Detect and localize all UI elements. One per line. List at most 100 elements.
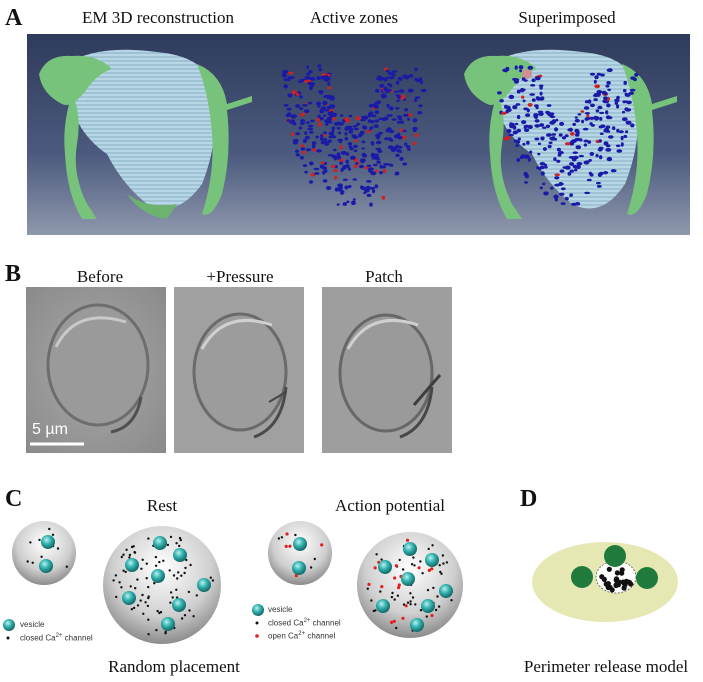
vesicle <box>439 584 453 598</box>
active-zone-dot <box>408 74 414 78</box>
active-zone-dot <box>555 118 559 122</box>
active-zone-dot <box>377 149 383 153</box>
active-zone-dot <box>323 114 327 117</box>
active-zone-dot <box>327 139 332 143</box>
closed-channel-dot <box>375 553 378 556</box>
closed-channel-dot <box>437 605 441 608</box>
active-zone-dot <box>514 79 519 84</box>
active-zone-dot <box>295 153 300 157</box>
active-zone-dot <box>352 144 358 148</box>
active-zone-dot <box>300 147 306 151</box>
vesicle <box>293 537 307 551</box>
active-zone-dot <box>385 69 390 73</box>
active-zone-dot <box>539 162 546 166</box>
closed-channel-dot <box>183 571 186 575</box>
closed-channel-dot <box>154 555 158 559</box>
closed-channel-dot <box>48 527 51 531</box>
closed-channel-dot <box>380 558 383 561</box>
active-zone-dot <box>512 130 518 135</box>
closed-channel-dot <box>425 615 428 618</box>
active-zone-dot <box>518 65 524 70</box>
open-channel-dot <box>285 532 289 536</box>
closed-channel-dot <box>122 553 125 556</box>
active-zone-dot <box>521 95 525 99</box>
closed-channel-dot <box>410 563 414 566</box>
open-channel-dot <box>288 544 292 548</box>
active-zone-dot <box>353 164 358 169</box>
closed-channel-dot <box>391 591 394 595</box>
active-zone-dot <box>374 133 381 138</box>
active-zone-dot <box>319 137 325 141</box>
closed-channel-dot <box>115 595 118 599</box>
active-zone-dot <box>623 134 628 139</box>
closed-channel-dot <box>136 604 140 607</box>
active-zone-dot <box>374 169 379 173</box>
active-zone-dot <box>361 140 366 144</box>
active-zone-dot <box>553 194 559 199</box>
active-zone-dot <box>405 145 411 149</box>
vesicle <box>197 578 211 592</box>
closed-channel-dot <box>431 544 434 547</box>
active-zone-dot <box>516 158 521 162</box>
active-zone-dot <box>386 103 390 108</box>
closed-channel-dot <box>195 594 198 597</box>
active-zone-dot <box>318 67 322 72</box>
active-zone-dot <box>526 108 530 113</box>
open-channel-dot <box>392 619 396 623</box>
active-zone-dot <box>379 171 383 175</box>
active-zone-dot <box>344 136 349 141</box>
active-zone-dot <box>304 131 308 135</box>
active-zone-dot <box>582 127 589 131</box>
panel-b-caption-before: Before <box>76 267 124 286</box>
active-zone-dot <box>389 83 393 88</box>
active-zone-dot <box>564 165 571 170</box>
vesicle <box>421 599 435 613</box>
active-zone-dot <box>370 153 375 158</box>
active-zone-dot <box>319 109 325 114</box>
active-zone-dot <box>371 186 375 191</box>
active-zone-dot <box>329 104 336 109</box>
active-zone-dot <box>349 147 354 151</box>
active-zone-dot <box>353 139 358 142</box>
active-zone-dot <box>599 117 603 121</box>
closed-channel-dot <box>280 536 284 539</box>
closed-channel-dot <box>401 568 405 571</box>
active-zone-dot <box>382 169 387 173</box>
active-zone-dot <box>622 100 626 104</box>
active-zone-dot <box>289 76 295 80</box>
active-zone-dot <box>615 144 621 148</box>
active-zone-dot <box>363 191 367 195</box>
active-zone-dot <box>374 184 379 189</box>
active-zone-dot <box>331 129 335 133</box>
active-zone-dot <box>550 186 554 190</box>
active-zone-dot <box>306 121 310 125</box>
active-zone-dot <box>587 99 592 104</box>
vesicle <box>376 599 390 613</box>
closed-channel-dot <box>393 598 396 601</box>
small-terminal-ap <box>268 521 332 585</box>
active-zone-dot <box>308 101 313 105</box>
panel-c-bottom-label: Random placement <box>108 657 240 676</box>
active-zone-dot <box>621 117 628 122</box>
active-zone-dot <box>309 180 313 184</box>
dic-image-before <box>26 287 166 453</box>
active-zone-dot <box>290 119 295 123</box>
open-channel-dot <box>373 566 377 570</box>
open-channel-dot <box>390 620 394 624</box>
active-zone-dot <box>400 96 405 100</box>
active-zone-dot <box>534 137 540 141</box>
active-zone-dot <box>347 185 352 188</box>
active-zone-dot <box>514 122 519 126</box>
active-zone-dot <box>560 187 566 191</box>
active-zone-dot <box>322 100 328 106</box>
closed-channel-dot <box>169 535 173 539</box>
active-zone-dot <box>352 178 357 181</box>
vesicle <box>122 591 136 605</box>
panel-a-letter: A <box>5 5 23 31</box>
active-zone-dot <box>545 110 550 114</box>
vesicle <box>410 618 424 632</box>
closed-channel-dot <box>442 562 445 565</box>
closed-channel-dot <box>147 537 150 540</box>
active-zone-dot <box>311 144 316 149</box>
active-zone-dot <box>351 200 356 205</box>
